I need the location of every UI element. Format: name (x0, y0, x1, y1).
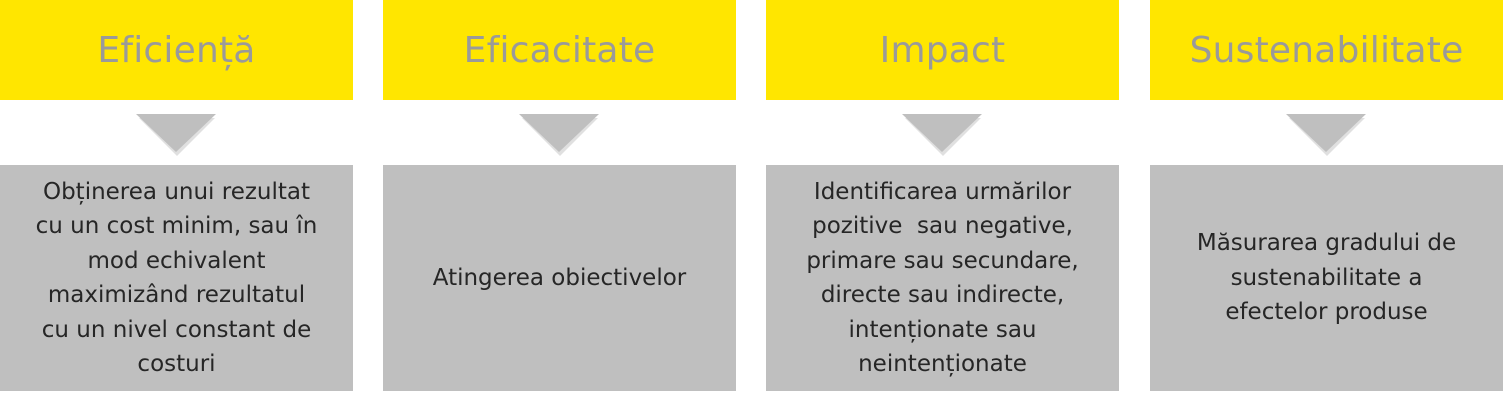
description-line: efectelor produse (1225, 299, 1428, 326)
description-line: Identificarea urmărilor (813, 178, 1072, 205)
description-box: Identificarea urmărilor pozitive sau neg… (766, 165, 1119, 391)
description-line: sustenabilitate a (1230, 264, 1423, 291)
column-eficienta: Eficiență Obținerea unui rezultat cu un … (0, 0, 353, 391)
column-impact: Impact Identificarea urmărilor pozitive … (766, 0, 1119, 391)
description-box: Atingerea obiectivelor (383, 165, 736, 391)
header-box: Eficiență (0, 0, 353, 100)
header-box: Impact (766, 0, 1119, 100)
description-line: primare sau secundare, (806, 247, 1079, 274)
header-title: Impact (879, 29, 1006, 71)
description-line: Obținerea unui rezultat (42, 178, 311, 205)
header-title: Sustenabilitate (1189, 29, 1464, 71)
description-line: mod echivalent (87, 247, 266, 274)
header-title: Eficiență (97, 29, 256, 71)
column-sustenabilitate: Sustenabilitate Măsurarea gradului de su… (1150, 0, 1503, 391)
description-line: directe sau indirecte, (820, 282, 1065, 308)
description-line: neintenționate (858, 351, 1027, 377)
description-line: Atingerea obiectivelor (432, 264, 687, 291)
description-text: Atingerea obiectivelor (433, 261, 687, 296)
header-box: Eficacitate (383, 0, 736, 100)
down-arrow-icon (136, 114, 216, 156)
header-box: Sustenabilitate (1150, 0, 1503, 100)
column-eficacitate: Eficacitate Atingerea obiectivelor (383, 0, 736, 391)
description-text: Obținerea unui rezultat cu un cost minim… (36, 175, 318, 382)
down-arrow-icon (1286, 114, 1366, 156)
description-line: cu un nivel constant de (41, 316, 312, 343)
description-line: pozitive sau negative, (812, 213, 1073, 239)
down-arrow-icon (519, 114, 599, 156)
description-box: Obținerea unui rezultat cu un cost minim… (0, 165, 353, 391)
description-box: Măsurarea gradului de sustenabilitate a … (1150, 165, 1503, 391)
down-arrow-icon (902, 114, 982, 156)
description-line: intenționate sau (848, 316, 1037, 343)
description-line: cu un cost minim, sau în (35, 213, 318, 239)
description-text: Măsurarea gradului de sustenabilitate a … (1197, 226, 1456, 330)
description-line: costuri (137, 351, 216, 377)
description-text: Identificarea urmărilor pozitive sau neg… (806, 175, 1078, 382)
header-title: Eficacitate (463, 29, 656, 71)
description-line: maximizând rezultatul (47, 282, 306, 308)
description-line: Măsurarea gradului de (1196, 230, 1457, 257)
